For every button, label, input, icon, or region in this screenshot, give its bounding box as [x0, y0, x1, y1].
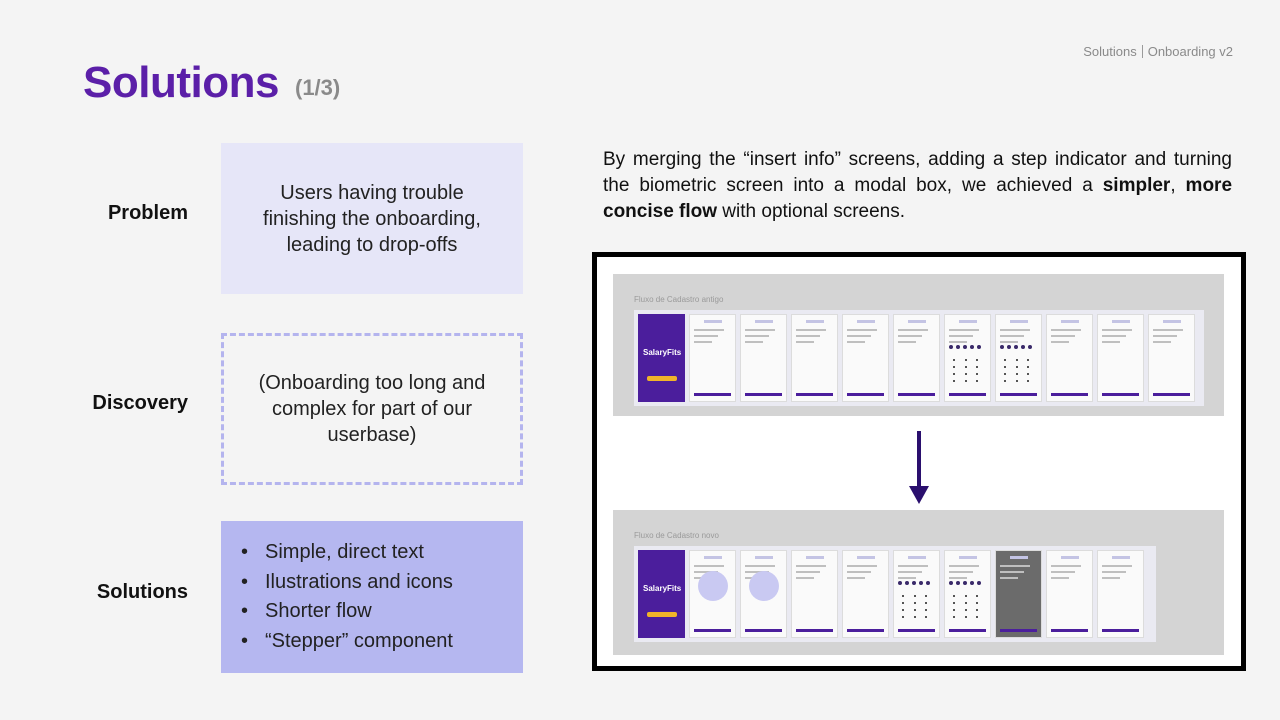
screen-thumbnail [1046, 314, 1093, 402]
breadcrumb: Solutions Onboarding v2 [1083, 44, 1233, 59]
breadcrumb-separator [1141, 45, 1143, 58]
solutions-bullet: Shorter flow [241, 597, 453, 627]
discovery-label: Discovery [92, 392, 188, 414]
old-flow-panel: Fluxo de Cadastro antigo SalaryFits [613, 274, 1224, 416]
solutions-list: Simple, direct text Ilustrations and ico… [221, 538, 453, 656]
description-bold: more concise flow [603, 175, 1233, 222]
page-title-counter: (1/3) [295, 75, 341, 100]
discovery-box: (Onboarding too long and complex for par… [221, 333, 523, 485]
screen-thumbnail [1097, 314, 1144, 402]
solutions-label: Solutions [96, 581, 188, 603]
screen-thumbnail [1046, 550, 1093, 638]
solutions-bullet: Simple, direct text [241, 538, 453, 568]
screen-thumbnail [944, 314, 991, 402]
page-title: Solutions [83, 58, 279, 107]
screen-thumbnail [893, 314, 940, 402]
screen-thumbnail [791, 314, 838, 402]
screen-thumbnail [995, 550, 1042, 638]
old-flow-label: Fluxo de Cadastro antigo [634, 295, 724, 304]
screen-thumbnail [689, 314, 736, 402]
description-bold: simpler [1102, 175, 1171, 196]
solutions-bullet: Ilustrations and icons [241, 568, 453, 598]
problem-label: Problem [107, 202, 188, 224]
description-part: By merging the “insert info” screens, ad… [603, 149, 1232, 196]
new-flow-label: Fluxo de Cadastro novo [634, 531, 719, 540]
screen-thumbnail: SalaryFits [638, 314, 685, 402]
brand-logo: SalaryFits [643, 348, 682, 357]
description-part: with optional screens. [717, 201, 906, 222]
screen-thumbnail [944, 550, 991, 638]
screen-thumbnail [1148, 314, 1195, 402]
screen-thumbnail [740, 550, 787, 638]
description-text: By merging the “insert info” screens, ad… [603, 147, 1232, 225]
problem-text: Users having trouble finishing the onboa… [263, 181, 481, 256]
breadcrumb-section: Solutions [1083, 44, 1137, 59]
new-flow-screens: SalaryFits [634, 546, 1156, 642]
screen-thumbnail [842, 314, 889, 402]
flow-comparison-figure: Fluxo de Cadastro antigo SalaryFits Flux… [592, 252, 1246, 671]
down-arrow-head-icon [909, 486, 929, 504]
problem-box: Users having trouble finishing the onboa… [221, 143, 523, 294]
new-flow-panel: Fluxo de Cadastro novo SalaryFits [613, 510, 1224, 655]
solutions-box: Simple, direct text Ilustrations and ico… [221, 521, 523, 673]
screen-thumbnail [740, 314, 787, 402]
screen-thumbnail [995, 314, 1042, 402]
screen-thumbnail [689, 550, 736, 638]
breadcrumb-page: Onboarding v2 [1147, 44, 1233, 59]
discovery-text: (Onboarding too long and complex for par… [258, 372, 486, 446]
description-part: , [1170, 175, 1186, 196]
down-arrow-icon [917, 431, 921, 489]
old-flow-screens: SalaryFits [634, 310, 1204, 406]
screen-thumbnail: SalaryFits [638, 550, 685, 638]
screen-thumbnail [842, 550, 889, 638]
screen-thumbnail [1097, 550, 1144, 638]
solutions-bullet: “Stepper” component [241, 627, 453, 657]
brand-logo: SalaryFits [643, 584, 682, 593]
screen-thumbnail [791, 550, 838, 638]
screen-thumbnail [893, 550, 940, 638]
